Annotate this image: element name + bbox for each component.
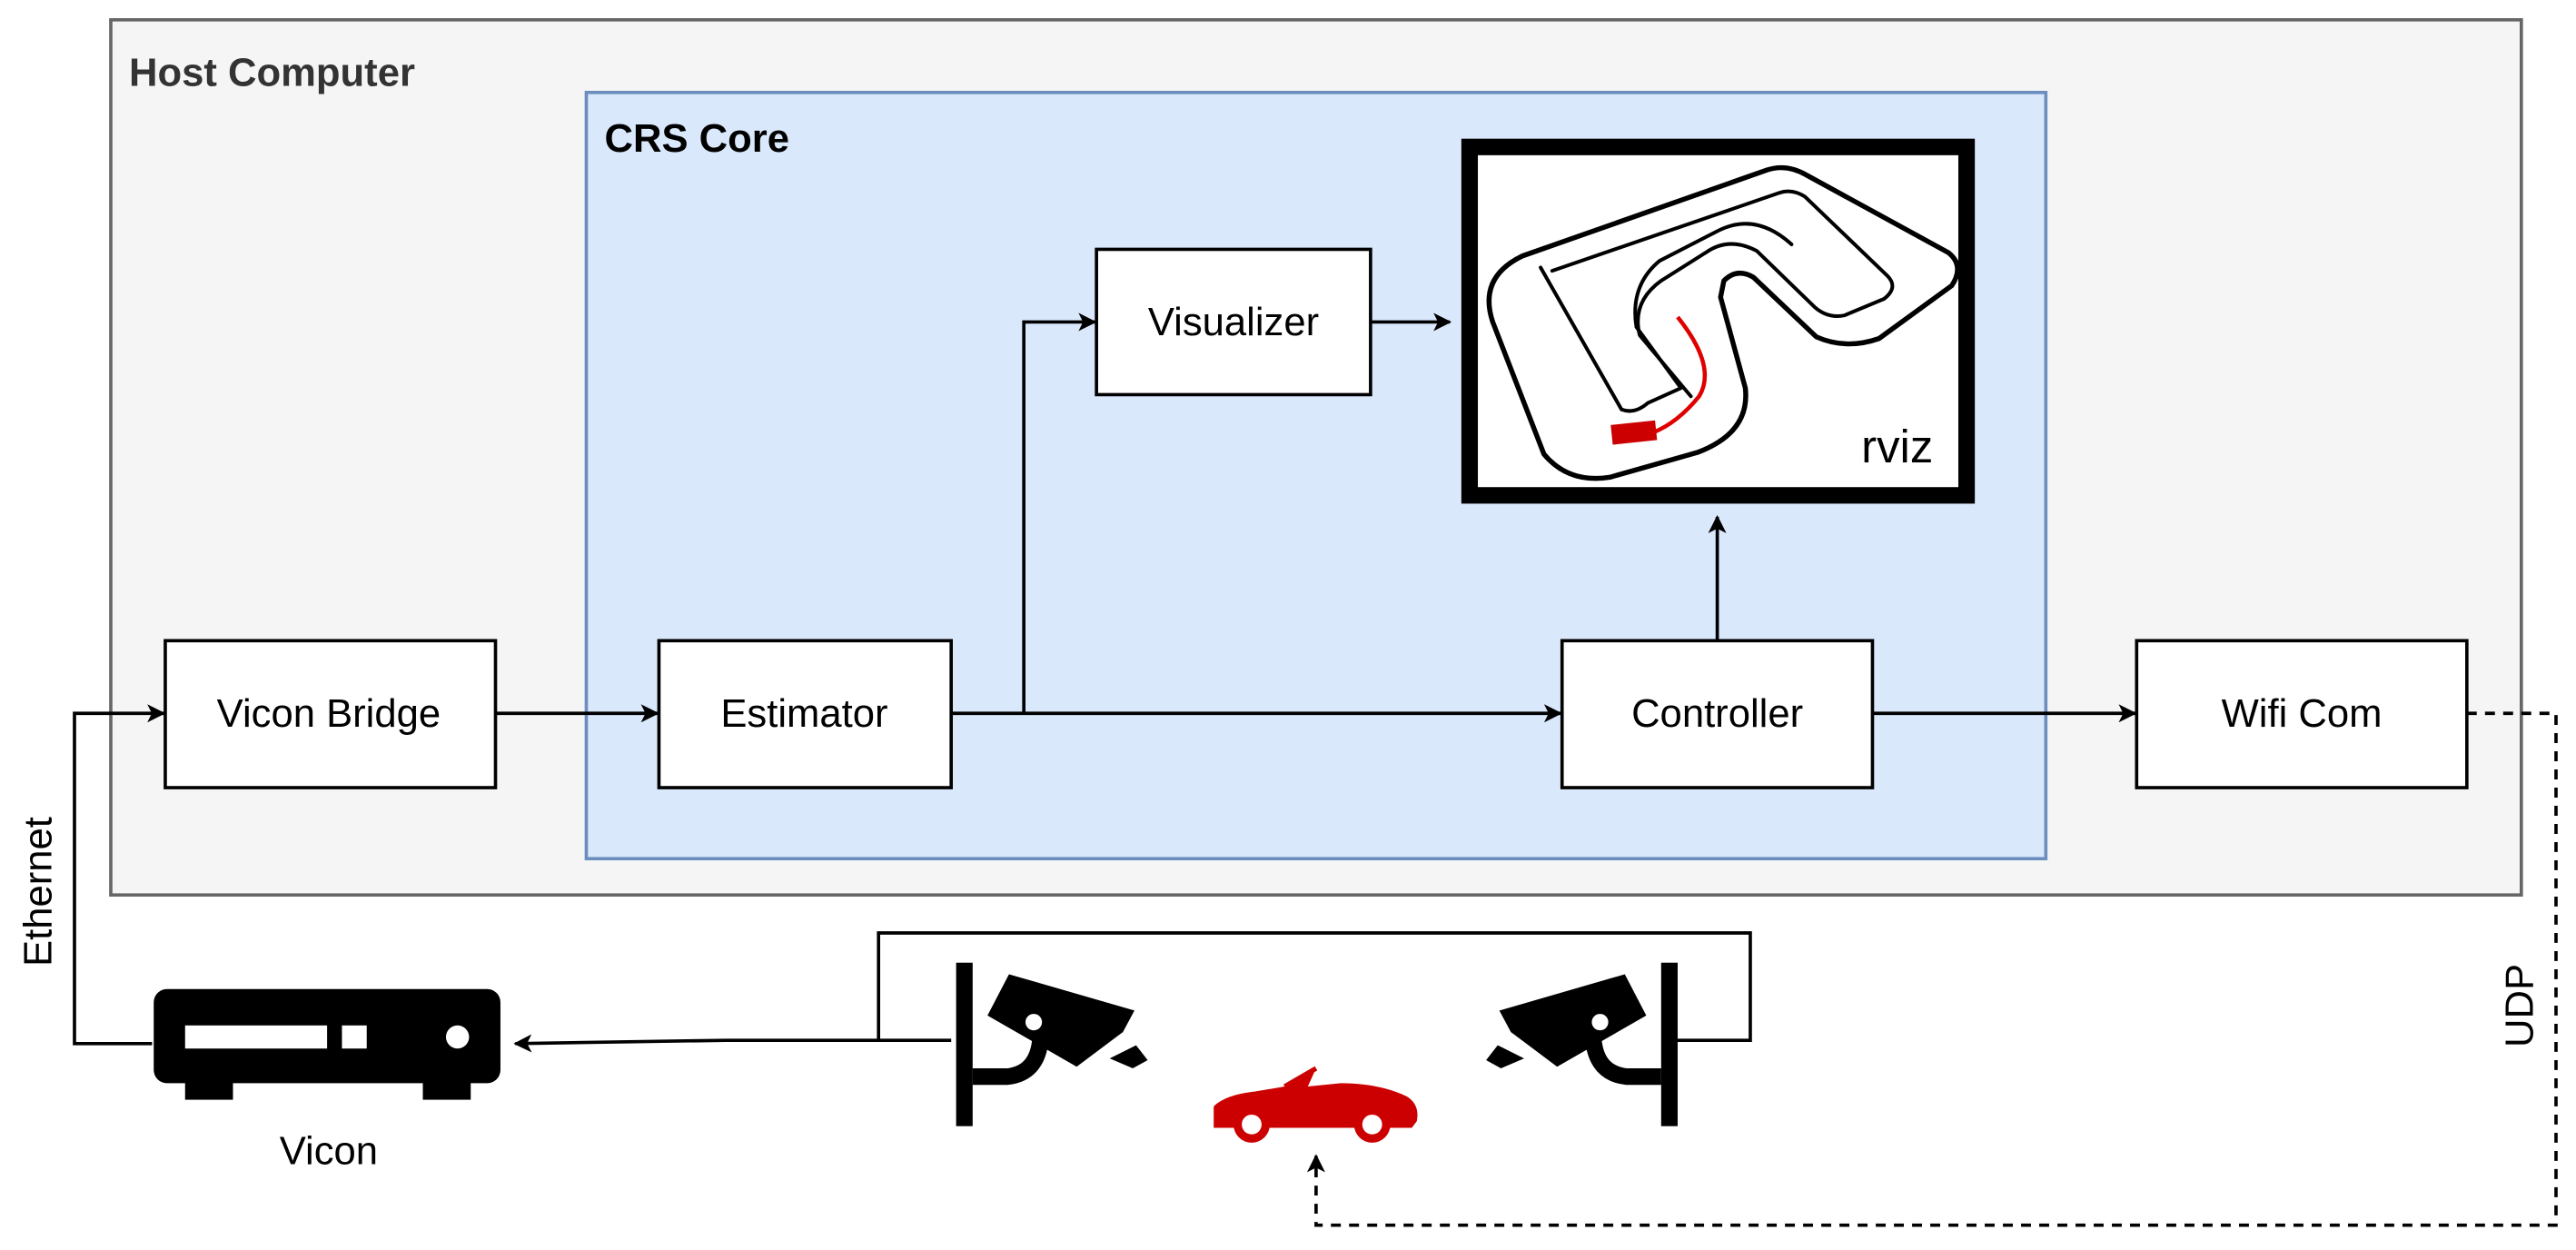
vicon-label: Vicon bbox=[280, 1129, 378, 1173]
node-visualizer: Visualizer bbox=[1095, 247, 1372, 397]
car-icon bbox=[1214, 1066, 1418, 1143]
race-track bbox=[1486, 164, 1960, 481]
ethernet-label: Ethernet bbox=[17, 817, 61, 967]
vicon-receiver-icon bbox=[154, 988, 500, 1100]
wifi-com-label: Wifi Com bbox=[2222, 692, 2383, 736]
crs-core-title: CRS Core bbox=[604, 117, 789, 161]
controller-label: Controller bbox=[1631, 692, 1803, 736]
rviz-label: rviz bbox=[1861, 421, 1933, 472]
car-marker-icon bbox=[1610, 420, 1658, 445]
edges bbox=[73, 312, 2558, 1227]
node-wifi-com: Wifi Com bbox=[2135, 639, 2469, 789]
vicon-bridge-label: Vicon Bridge bbox=[217, 692, 441, 736]
edge-estimator-to-visualizer bbox=[1022, 312, 1097, 714]
camera-left-icon bbox=[956, 962, 1148, 1126]
node-controller: Controller bbox=[1560, 639, 1875, 789]
estimator-label: Estimator bbox=[720, 692, 887, 736]
node-estimator: Estimator bbox=[657, 639, 954, 789]
host-computer-title: Host Computer bbox=[129, 52, 415, 95]
visualizer-label: Visualizer bbox=[1148, 301, 1319, 344]
edge-cameras-to-vicon bbox=[515, 931, 1752, 1044]
camera-right-icon bbox=[1486, 962, 1678, 1126]
udp-label: UDP bbox=[2499, 964, 2542, 1047]
rviz-screen: rviz bbox=[1461, 138, 1976, 504]
trajectory-line bbox=[1633, 315, 1708, 441]
edge-wifi-to-car bbox=[1306, 711, 2558, 1227]
node-vicon-bridge: Vicon Bridge bbox=[163, 639, 498, 789]
edge-vicon-to-bridge bbox=[73, 704, 166, 1046]
